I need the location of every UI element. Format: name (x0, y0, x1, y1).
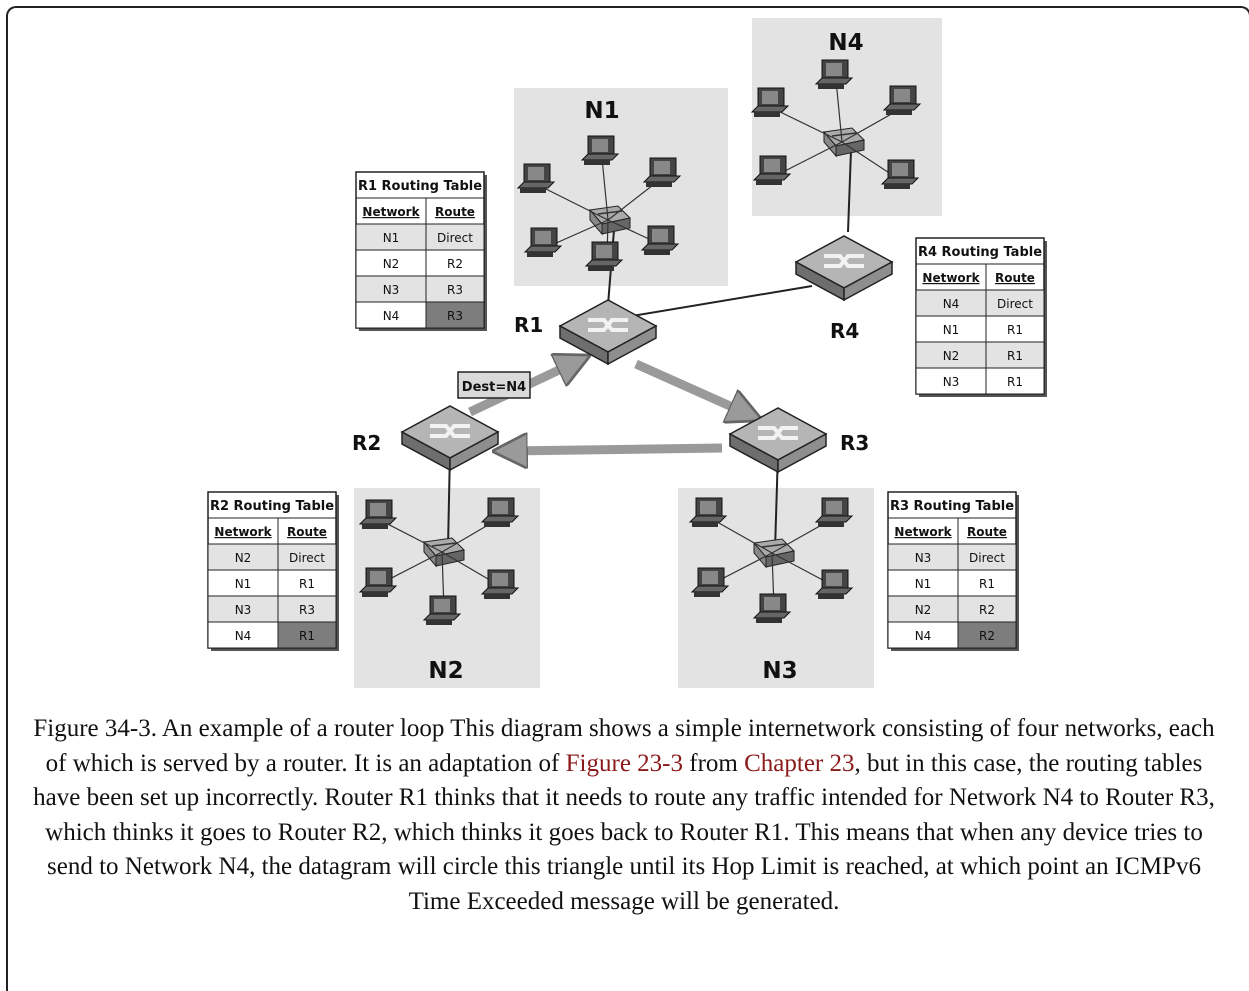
table-row-route: R1 (299, 629, 315, 643)
table-cell-highlight (425, 301, 485, 329)
table-row-route: R2 (979, 629, 995, 643)
caption-text-2: from (683, 749, 745, 777)
table-cell-bg (207, 543, 279, 571)
figure-23-3-link[interactable]: Figure 23-3 (565, 749, 683, 777)
router-label-r4: R4 (830, 319, 859, 343)
caption-text-3: , but in this case, the routing tables h… (33, 749, 1215, 915)
network-label-n4: N4 (828, 30, 863, 56)
table-row-route: R3 (299, 603, 315, 617)
figure-caption: Figure 34-3. An example of a router loop… (24, 712, 1224, 919)
table-row-route: Direct (997, 297, 1033, 311)
chapter-23-link[interactable]: Chapter 23 (744, 749, 855, 777)
table-cell-bg (277, 595, 337, 623)
table-cell-bg (985, 367, 1045, 395)
table-cell-bg (355, 223, 427, 251)
table-row-network: N4 (943, 297, 960, 311)
table-cell-highlight (277, 621, 337, 649)
table-cell-bg (425, 223, 485, 251)
table-cell-bg (355, 249, 427, 277)
table-cell-bg (887, 595, 959, 623)
table-cell-bg (355, 301, 427, 329)
figure-frame (6, 6, 1249, 991)
router-label-r2: R2 (352, 431, 381, 455)
column-header-network: Network (894, 525, 952, 539)
table-row-network: N1 (235, 577, 252, 591)
packet-label-box (457, 371, 531, 399)
router-loop-diagram: N1 N4 N2 N3 R1 R4 R2 R3 Dest=N4 R1 Routi… (207, 18, 1047, 688)
arrow-r1-to-r3 (634, 359, 748, 414)
table-row-route: R3 (447, 283, 463, 297)
column-header-route: Route (967, 525, 1007, 539)
table-row-network: N4 (235, 629, 252, 643)
table-row-route: R1 (979, 577, 995, 591)
router-icon-r3 (728, 406, 828, 474)
table-row-route: R3 (447, 309, 463, 323)
table-cell-bg (207, 621, 279, 649)
table-row-network: N2 (915, 603, 932, 617)
table-cell-bg (277, 543, 337, 571)
column-header-network: Network (362, 205, 420, 219)
table-row-network: N2 (383, 257, 400, 271)
table-cell-bg (915, 341, 987, 369)
table-cell-bg (985, 289, 1045, 317)
routing-table-title: R3 Routing Table (890, 499, 1014, 514)
table-row-route: Direct (969, 551, 1005, 565)
table-row-network: N3 (235, 603, 252, 617)
router-icon-r1 (558, 298, 658, 366)
table-row-route: R1 (1007, 349, 1023, 363)
packet-label: Dest=N4 (462, 380, 526, 395)
table-cell-bg (957, 543, 1017, 571)
table-row-route: R1 (1007, 323, 1023, 337)
table-row-network: N2 (943, 349, 960, 363)
table-row-network: N3 (943, 375, 960, 389)
arrow-r3-to-r2 (508, 448, 723, 451)
table-cell-highlight (957, 621, 1017, 649)
table-row-route: R2 (447, 257, 463, 271)
table-row-network: N1 (915, 577, 932, 591)
router-icon-r2 (400, 404, 500, 472)
column-header-route: Route (435, 205, 475, 219)
router-label-r1: R1 (514, 313, 543, 337)
table-row-network: N3 (383, 283, 400, 297)
table-cell-bg (425, 249, 485, 277)
table-row-route: R1 (1007, 375, 1023, 389)
table-row-network: N3 (915, 551, 932, 565)
table-row-route: R1 (299, 577, 315, 591)
table-row-network: N4 (915, 629, 932, 643)
column-header-network: Network (922, 271, 980, 285)
network-label-n2: N2 (428, 658, 463, 684)
table-cell-bg (207, 595, 279, 623)
table-row-network: N4 (383, 309, 400, 323)
network-label-n3: N3 (762, 658, 797, 684)
column-header-route: Route (287, 525, 327, 539)
table-row-route: Direct (437, 231, 473, 245)
column-header-network: Network (214, 525, 272, 539)
caption-text-1: Figure 34-3. An example of a router loop… (33, 715, 1215, 777)
routing-table-title: R2 Routing Table (210, 499, 334, 514)
table-cell-bg (915, 367, 987, 395)
table-cell-bg (915, 315, 987, 343)
table-cell-bg (985, 315, 1045, 343)
network-label-n1: N1 (584, 98, 619, 124)
router-label-r3: R3 (840, 431, 869, 455)
table-row-network: N1 (383, 231, 400, 245)
table-cell-bg (985, 341, 1045, 369)
table-row-route: R2 (979, 603, 995, 617)
routing-table-title: R1 Routing Table (358, 179, 482, 194)
table-cell-bg (957, 595, 1017, 623)
column-header-route: Route (995, 271, 1035, 285)
routing-table-title: R4 Routing Table (918, 245, 1042, 260)
table-row-network: N2 (235, 551, 252, 565)
table-row-route: Direct (289, 551, 325, 565)
router-icon-r4 (794, 234, 894, 302)
table-row-network: N1 (943, 323, 960, 337)
